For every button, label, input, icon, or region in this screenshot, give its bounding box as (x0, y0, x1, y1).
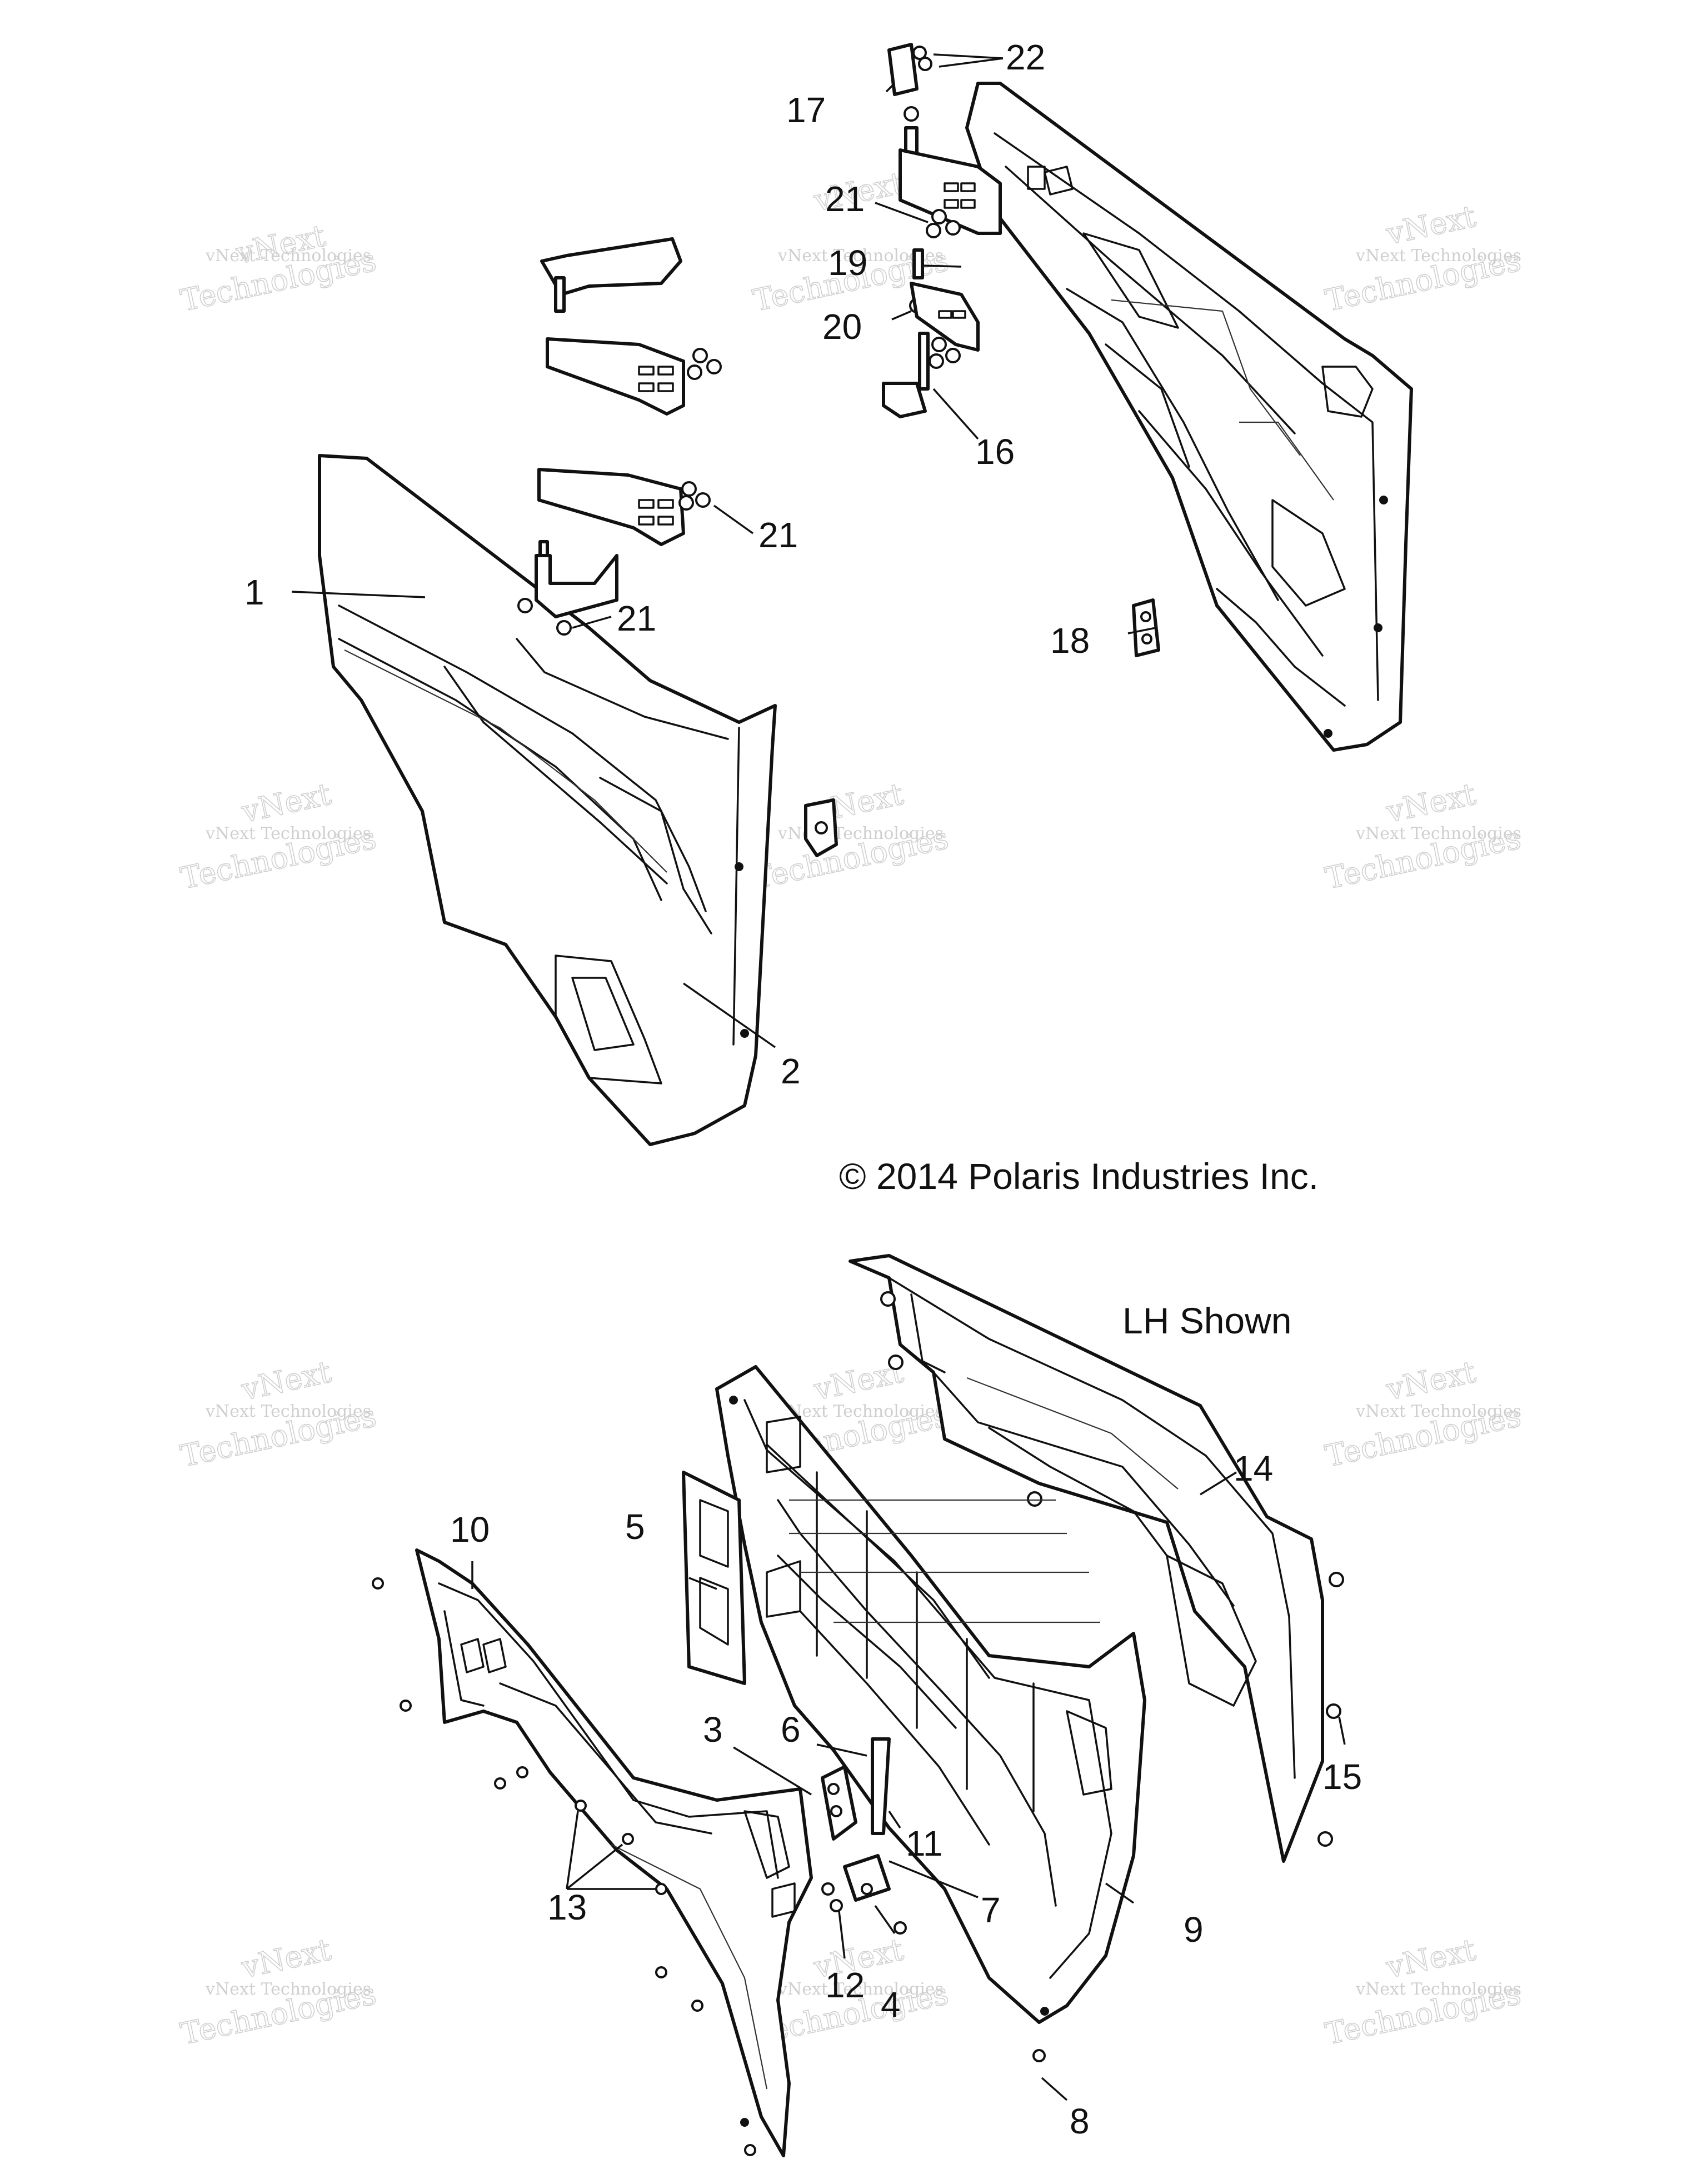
door-inner-trim-10 (415, 1548, 813, 2157)
svg-text:vNext: vNext (238, 776, 335, 829)
watermark-mid-center: Technologies vNext vNext Technologies (750, 776, 952, 897)
callout-2: 2 (781, 1051, 801, 1091)
callout-4: 4 (881, 1985, 901, 2025)
callout-15: 15 (1322, 1757, 1362, 1797)
callout-18: 18 (1050, 621, 1090, 661)
callout-21: 21 (617, 598, 656, 638)
watermark-top-left: Technologies vNext vNext Technologies (177, 218, 380, 319)
callout-21: 21 (758, 515, 798, 555)
watermark-mid-right: Technologies vNext vNext Technologies (1322, 776, 1524, 897)
callout-22: 22 (1006, 37, 1045, 77)
callout-7: 7 (981, 1890, 1001, 1930)
callout-11: 11 (906, 1823, 942, 1863)
view-note: LH Shown (1122, 1300, 1292, 1341)
copyright-caption: © 2014 Polaris Industries Inc. (839, 1156, 1319, 1197)
leader-lines (291, 53, 1346, 2101)
svg-text:vNext: vNext (238, 1354, 335, 1407)
callout-17: 17 (786, 90, 826, 130)
svg-text:vNext Technologies: vNext Technologies (1355, 246, 1521, 266)
outer-door-panel (318, 454, 777, 1146)
callout-12: 12 (825, 1965, 865, 2005)
latch-mechanism (821, 1737, 907, 1935)
callout-16: 16 (975, 432, 1015, 472)
watermark-bottom-right: Technologies vNext vNext Technologies (1322, 1932, 1524, 2052)
inner-door-frame-upper (965, 82, 1413, 752)
svg-text:vNext Technologies: vNext Technologies (777, 1402, 944, 1421)
svg-text:vNext Technologies: vNext Technologies (777, 824, 944, 843)
watermark-lower-right: Technologies vNext vNext Technologies (1322, 1354, 1524, 1475)
callout-6: 6 (781, 1710, 801, 1750)
watermark-bottom-left: Technologies vNext vNext Technologies (177, 1932, 380, 2052)
svg-text:vNext Technologies: vNext Technologies (205, 246, 371, 266)
svg-text:vNext Technologies: vNext Technologies (777, 1980, 944, 1999)
svg-text:vNext Technologies: vNext Technologies (1355, 824, 1521, 843)
svg-text:vNext Technologies: vNext Technologies (1355, 1980, 1521, 1999)
svg-text:vNext: vNext (1383, 1932, 1479, 1985)
svg-text:vNext Technologies: vNext Technologies (205, 1402, 371, 1421)
door-outer-trim-14 (848, 1254, 1344, 1863)
callout-14: 14 (1234, 1448, 1273, 1488)
callout-20: 20 (822, 307, 862, 347)
watermark-mid-left: Technologies vNext vNext Technologies (177, 776, 380, 897)
lower-hinge-assembly-left (517, 468, 711, 636)
callout-8: 8 (1070, 2101, 1090, 2141)
lower-hinge-assembly-right (882, 248, 980, 418)
svg-text:vNext Technologies: vNext Technologies (1355, 1402, 1521, 1421)
watermark-top-right: Technologies vNext vNext Technologies (1322, 198, 1524, 319)
upper-hinge-assembly-right (887, 43, 1002, 238)
callout-9: 9 (1184, 1910, 1204, 1950)
latch-plate (1132, 598, 1160, 657)
callout-10: 10 (450, 1510, 490, 1550)
svg-text:vNext: vNext (1383, 198, 1479, 252)
callout-3: 3 (703, 1710, 723, 1750)
reinforcement-plate-5 (682, 1471, 746, 1685)
door-inner-panel-9 (715, 1365, 1146, 2024)
callout-19: 19 (828, 243, 867, 283)
striker-bracket (804, 798, 838, 857)
svg-text:vNext: vNext (238, 1932, 335, 1985)
callout-5: 5 (625, 1507, 645, 1547)
callout-21: 21 (825, 179, 865, 219)
screws-13 (372, 1577, 1046, 2156)
svg-text:vNext Technologies: vNext Technologies (205, 1980, 371, 1999)
watermark-lower-left: Technologies vNext vNext Technologies (177, 1354, 380, 1475)
callout-13: 13 (547, 1887, 587, 1927)
svg-text:vNext Technologies: vNext Technologies (205, 824, 371, 843)
callout-1: 1 (244, 572, 264, 612)
upper-hinge-assembly-left (540, 237, 722, 416)
svg-text:vNext: vNext (1383, 776, 1479, 829)
svg-text:vNext: vNext (1383, 1354, 1479, 1407)
